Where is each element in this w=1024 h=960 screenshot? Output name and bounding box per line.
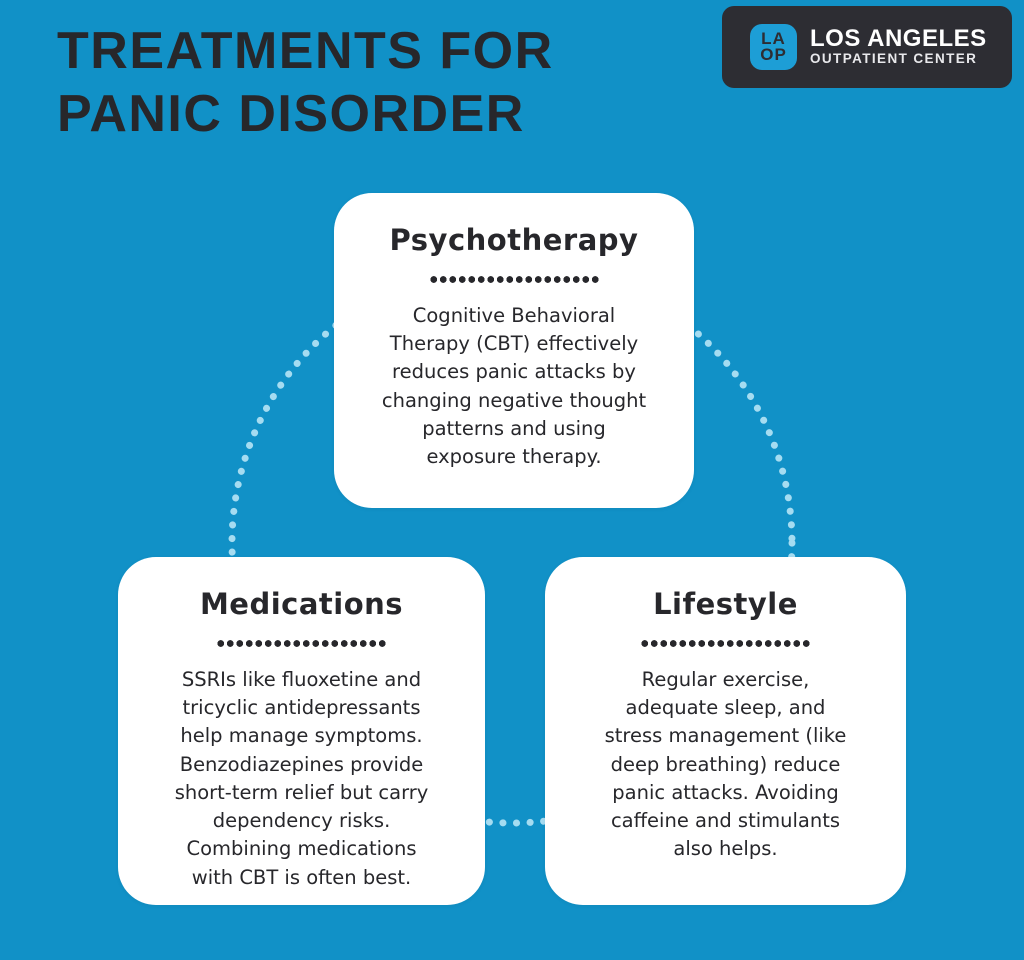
dotted-divider — [428, 275, 600, 283]
dotted-divider — [640, 639, 811, 647]
page-title: TREATMENTS FOR PANIC DISORDER — [57, 22, 554, 143]
card-lifestyle: Lifestyle Regular exercise, adequate sle… — [545, 557, 906, 905]
laop-logo-icon: LA OP — [750, 24, 797, 70]
card-body-medications: SSRIs like fluoxetine and tricyclic anti… — [174, 667, 429, 889]
card-body-psychotherapy: Cognitive Behavioral Therapy (CBT) effec… — [381, 303, 647, 469]
card-title-medications: Medications — [199, 587, 404, 621]
card-medications: Medications SSRIs like fluoxetine and tr… — [118, 557, 485, 905]
card-body-lifestyle: Regular exercise, adequate sleep, and st… — [604, 667, 847, 861]
logo-text-block: LOS ANGELES OUTPATIENT CENTER — [810, 26, 987, 68]
card-title-lifestyle: Lifestyle — [653, 587, 798, 621]
logo-name-primary: LOS ANGELES — [810, 24, 987, 52]
dotted-divider — [216, 639, 387, 647]
logo-name-secondary: OUTPATIENT CENTER — [810, 51, 978, 67]
logo-los-angeles-outpatient-center: LA OP LOS ANGELES OUTPATIENT CENTER — [722, 6, 1012, 88]
card-title-psychotherapy: Psychotherapy — [389, 223, 639, 257]
card-psychotherapy: Psychotherapy Cognitive Behavioral Thera… — [334, 193, 694, 508]
